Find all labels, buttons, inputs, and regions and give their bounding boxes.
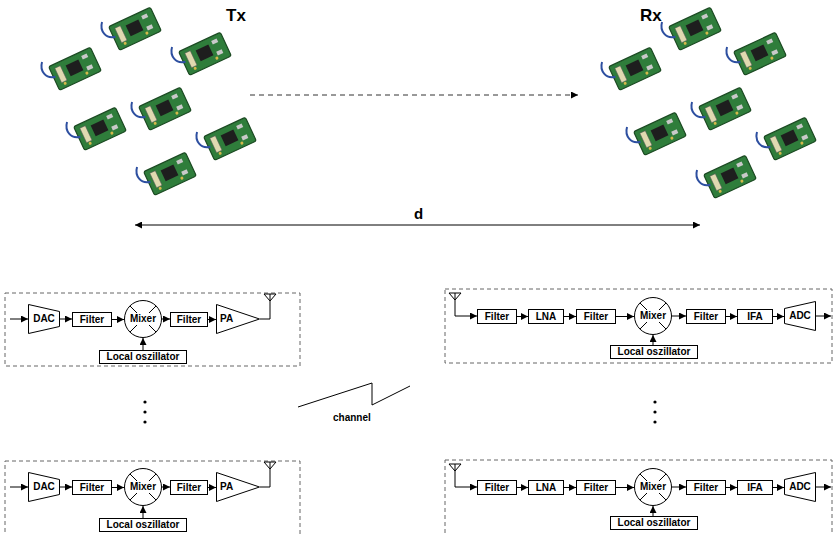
block-label: Local oszillator: [618, 517, 691, 529]
signal-connector: [564, 316, 576, 317]
signal-connector: [726, 316, 737, 317]
block-label: Filter: [80, 314, 104, 326]
signal-connector: [616, 316, 634, 317]
device-label: Rx: [640, 6, 662, 26]
block-label: Filter: [584, 311, 608, 323]
amplifier-box: IFA: [737, 480, 773, 495]
amplifier-symbol: PA: [216, 472, 260, 502]
amplifier-box: IFA: [737, 309, 773, 324]
block-label: Filter: [694, 482, 718, 494]
filter-box: Filter: [576, 480, 616, 495]
distance-label: d: [414, 205, 423, 222]
amplifier-box: LNA: [528, 309, 564, 324]
block-label: LNA: [536, 311, 557, 323]
signal-connector: [112, 487, 124, 488]
signal-connector: [162, 319, 170, 320]
amplifier-symbol: PA: [216, 304, 260, 334]
block-label: IFA: [747, 482, 763, 494]
mixer-symbol: Mixer: [124, 300, 162, 338]
adc-block: ADC: [784, 301, 816, 331]
signal-connector: [208, 319, 216, 320]
block-label: Filter: [485, 311, 509, 323]
oscillator-box: Local oszillator: [99, 518, 187, 532]
mixer-symbol: Mixer: [634, 297, 672, 335]
filter-box: Filter: [576, 309, 616, 324]
signal-connector: [208, 487, 216, 488]
adc-block: ADC: [784, 472, 816, 502]
block-label: Filter: [485, 482, 509, 494]
signal-connector: [672, 487, 686, 488]
filter-box: Filter: [686, 309, 726, 324]
block-label: Mixer: [639, 481, 667, 493]
block-label: IFA: [747, 311, 763, 323]
filter-box: Filter: [477, 309, 517, 324]
signal-connector: [143, 506, 144, 518]
filter-box: Filter: [72, 312, 112, 327]
signal-connector: [564, 487, 576, 488]
block-label: ADC: [789, 310, 811, 322]
block-label: Local oszillator: [618, 346, 691, 358]
block-label: Local oszillator: [107, 351, 180, 363]
block-label: DAC: [33, 313, 55, 325]
mixer-symbol: Mixer: [124, 468, 162, 506]
signal-connector: [672, 316, 686, 317]
filter-box: Filter: [170, 480, 208, 495]
block-label: Filter: [584, 482, 608, 494]
filter-box: Filter: [686, 480, 726, 495]
signal-connector: [773, 316, 784, 317]
block-label: PA: [220, 481, 233, 493]
oscillator-box: Local oszillator: [99, 350, 187, 364]
dac-block: DAC: [28, 304, 60, 334]
block-label: DAC: [33, 481, 55, 493]
signal-connector: [60, 487, 72, 488]
signal-connector: [517, 487, 528, 488]
filter-box: Filter: [477, 480, 517, 495]
block-label: PA: [220, 313, 233, 325]
signal-connector: [143, 338, 144, 350]
filter-box: Filter: [170, 312, 208, 327]
block-label: Mixer: [129, 481, 157, 493]
block-label: LNA: [536, 482, 557, 494]
signal-connector: [653, 506, 654, 516]
filter-box: Filter: [72, 480, 112, 495]
block-label: Filter: [177, 314, 201, 326]
signal-connector: [773, 487, 784, 488]
mixer-symbol: Mixer: [634, 468, 672, 506]
amplifier-box: LNA: [528, 480, 564, 495]
channel-label: channel: [333, 412, 371, 423]
block-label: Filter: [177, 482, 201, 494]
signal-connector: [616, 487, 634, 488]
signal-connector: [162, 487, 170, 488]
signal-connector: [653, 335, 654, 345]
signal-connector: [726, 487, 737, 488]
block-label: Filter: [694, 311, 718, 323]
oscillator-box: Local oszillator: [610, 516, 698, 530]
oscillator-box: Local oszillator: [610, 345, 698, 359]
device-label: Tx: [226, 6, 246, 26]
block-label: Mixer: [129, 313, 157, 325]
block-label: ADC: [789, 481, 811, 493]
signal-connector: [60, 319, 72, 320]
signal-connector: [112, 319, 124, 320]
dac-block: DAC: [28, 472, 60, 502]
block-label: Mixer: [639, 310, 667, 322]
block-label: Filter: [80, 482, 104, 494]
signal-connector: [517, 316, 528, 317]
block-label: Local oszillator: [107, 519, 180, 531]
